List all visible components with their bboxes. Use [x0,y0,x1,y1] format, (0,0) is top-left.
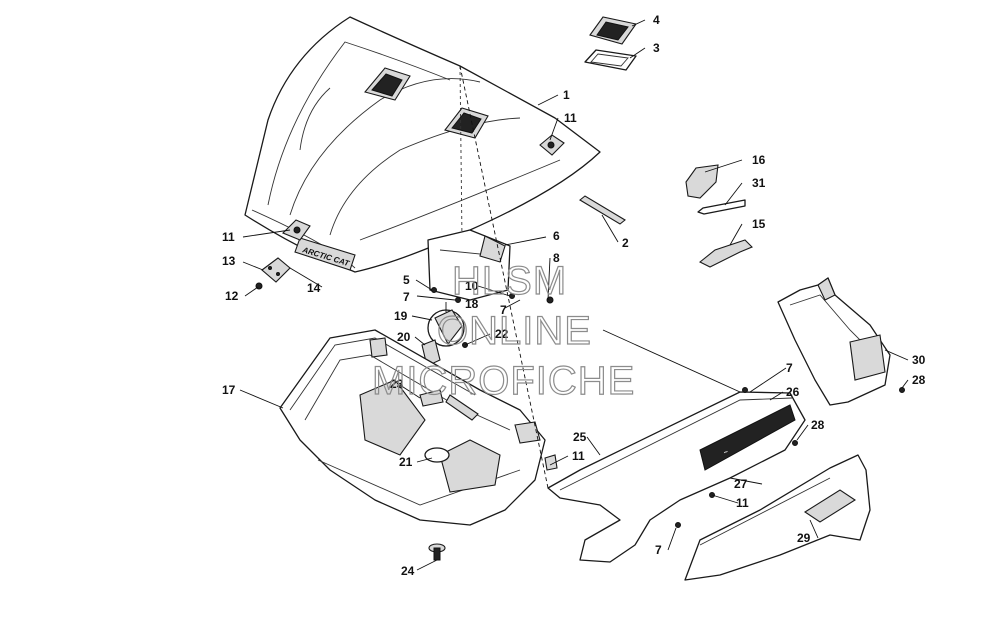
callout-28-b: 28 [811,418,825,432]
lower-panel-part [684,454,871,581]
callout-22: 22 [495,327,509,341]
callout-3: 3 [653,41,660,55]
callout-31: 31 [752,176,766,190]
callout-28: 28 [912,373,926,387]
callout-20: 20 [397,330,411,344]
strip-part [579,195,626,225]
callout-5: 5 [403,273,410,287]
leader-lines [239,19,909,571]
callout-15: 15 [752,217,766,231]
callout-11-d: 11 [736,496,749,510]
hood-part: ARCTIC CAT [244,16,601,273]
callout-7: 7 [403,290,410,304]
watermark-line-3: MICROFICHE [372,359,635,403]
right-side-panel-part [777,277,905,406]
watermark-line-2: ONLINE [437,309,592,353]
right-small-parts [685,164,753,268]
callout-10: 10 [465,279,479,293]
storage-box-part [279,329,558,526]
callout-19: 19 [394,309,408,323]
callout-24: 24 [401,564,415,578]
callout-30: 30 [912,353,926,367]
callout-2: 2 [622,236,629,250]
callout-11-b: 11 [222,230,235,244]
callout-7-d: 7 [655,543,662,557]
callout-8: 8 [553,251,560,265]
watermark-line-1: HLSM [452,259,567,303]
callout-13: 13 [222,254,236,268]
callout-1: 1 [563,88,570,102]
bolt-part [428,543,446,561]
side-decal-mark: ~ [723,449,730,457]
inner-panel-part [427,229,511,301]
watermark: HLSM ONLINE MICROFICHE [371,258,635,403]
callout-12: 12 [225,289,239,303]
callout-labels: 4 3 1 11 16 31 2 15 6 8 11 13 14 12 5 10… [222,13,926,578]
callout-7-b: 7 [500,303,507,317]
callout-4: 4 [653,13,660,27]
callout-6: 6 [553,229,560,243]
plate-part [255,257,291,290]
callout-23: 23 [390,377,404,391]
side-panel-part: ~ [547,387,806,563]
vent-cover-part [584,16,637,71]
callout-21: 21 [399,455,413,469]
callout-17: 17 [222,383,236,397]
callout-26: 26 [786,385,800,399]
callout-11-c: 11 [572,449,585,463]
callout-14: 14 [307,281,321,295]
callout-16: 16 [752,153,766,167]
callout-11: 11 [564,111,577,125]
callout-25: 25 [573,430,587,444]
callout-29: 29 [797,531,811,545]
callout-7-c: 7 [786,361,793,375]
callout-18: 18 [465,297,479,311]
callout-27: 27 [734,477,748,491]
